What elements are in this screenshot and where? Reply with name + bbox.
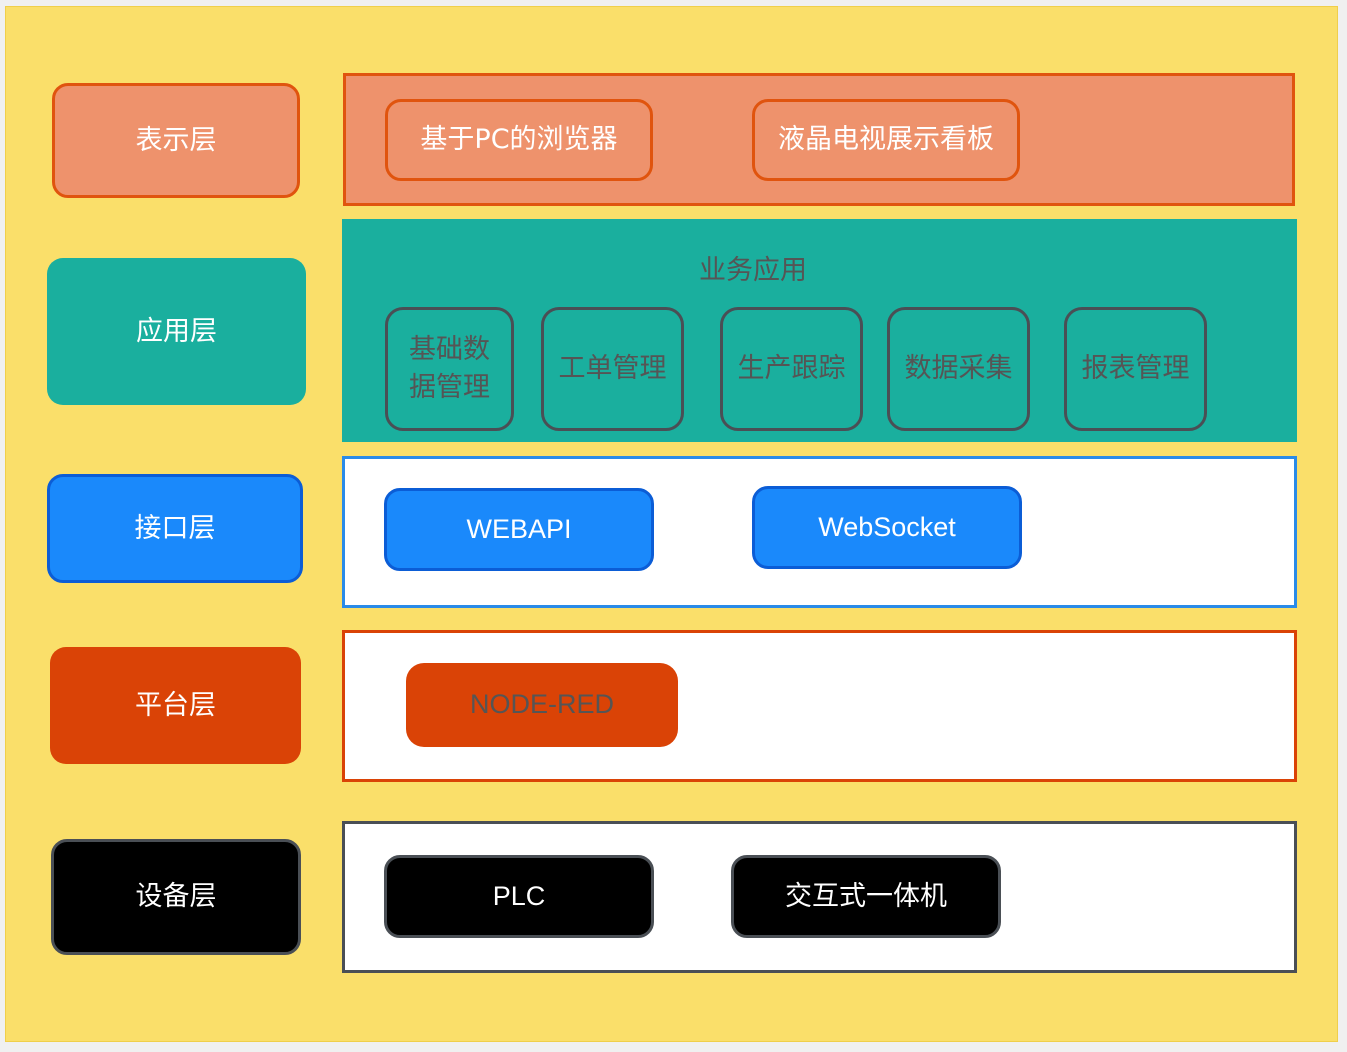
node-websocket: WebSocket	[752, 486, 1022, 569]
layer-label-application: 应用层	[47, 258, 306, 405]
node-node-red: NODE-RED	[406, 663, 678, 747]
layer-label-platform: 平台层	[50, 647, 301, 764]
node-production-tracking: 生产跟踪	[720, 307, 863, 431]
node-plc: PLC	[384, 855, 654, 938]
node-work-order-management: 工单管理	[541, 307, 684, 431]
node-pc-browser: 基于PC的浏览器	[385, 99, 653, 181]
node-lcd-tv-board: 液晶电视展示看板	[752, 99, 1020, 181]
layer-label-presentation: 表示层	[52, 83, 300, 198]
node-interactive-panel: 交互式一体机	[731, 855, 1001, 938]
layer-label-interface: 接口层	[47, 474, 303, 583]
node-basic-data-management: 基础数 据管理	[385, 307, 514, 431]
node-report-management: 报表管理	[1064, 307, 1207, 431]
layer-label-device: 设备层	[51, 839, 301, 955]
node-data-collection: 数据采集	[887, 307, 1030, 431]
node-webapi: WEBAPI	[384, 488, 654, 571]
application-panel-title: 业务应用	[699, 255, 807, 287]
